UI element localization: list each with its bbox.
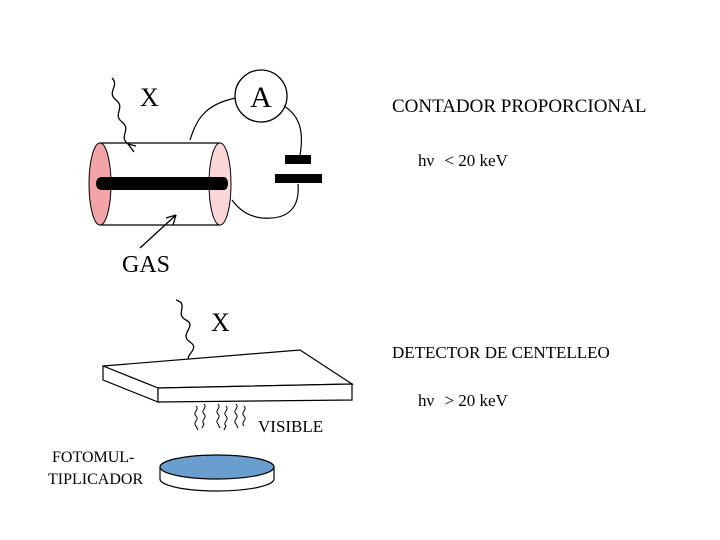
- anode-wire-dot: [96, 177, 104, 190]
- xray-label-top: X: [140, 83, 159, 112]
- xray-label-bottom: X: [211, 308, 230, 337]
- proportional-counter-energy: hν < 20 keV: [418, 151, 509, 170]
- scintillation-detector-title: DETECTOR DE CENTELLEO: [392, 343, 610, 362]
- circuit-wire-bottom: [231, 183, 299, 219]
- battery-plate-long: [275, 174, 322, 183]
- photocathode-disc: [159, 454, 275, 480]
- visible-light-waves: [194, 403, 246, 431]
- energy-condition-bottom: > 20 keV: [444, 391, 508, 410]
- battery-plate-short: [285, 155, 311, 164]
- circuit-wire-right: [283, 105, 303, 156]
- circuit-wire-left: [189, 97, 237, 141]
- xray-wave-top: [111, 77, 137, 153]
- scintillation-detector-energy: hν > 20 keV: [418, 391, 509, 410]
- anode-wire: [100, 177, 224, 190]
- energy-prefix-bottom: hν: [418, 391, 435, 410]
- ammeter-circle: [234, 69, 288, 123]
- photomultiplier-label-line2: TIPLICADOR: [48, 471, 143, 488]
- gas-arrow-head: [165, 214, 177, 226]
- proportional-counter-title: CONTADOR PROPORCIONAL: [392, 96, 646, 117]
- proportional-counter: X A GAS CONTADOR PROPORCIONAL hν <: [88, 69, 646, 278]
- gas-arrow-line: [139, 214, 177, 249]
- gas-label: GAS: [122, 252, 170, 278]
- scintillator-side-face: [157, 383, 353, 403]
- energy-condition-top: < 20 keV: [444, 151, 508, 170]
- ammeter-label: A: [250, 81, 272, 114]
- energy-prefix-top: hν: [418, 151, 435, 170]
- photomultiplier-label-line1: FOTOMUL-: [52, 449, 134, 466]
- anode-wire-end: [220, 177, 228, 190]
- visible-label: VISIBLE: [258, 417, 323, 436]
- scintillation-detector: X VISIBLE FOTOMUL- TIPLICADOR DETECTOR D…: [48, 299, 610, 492]
